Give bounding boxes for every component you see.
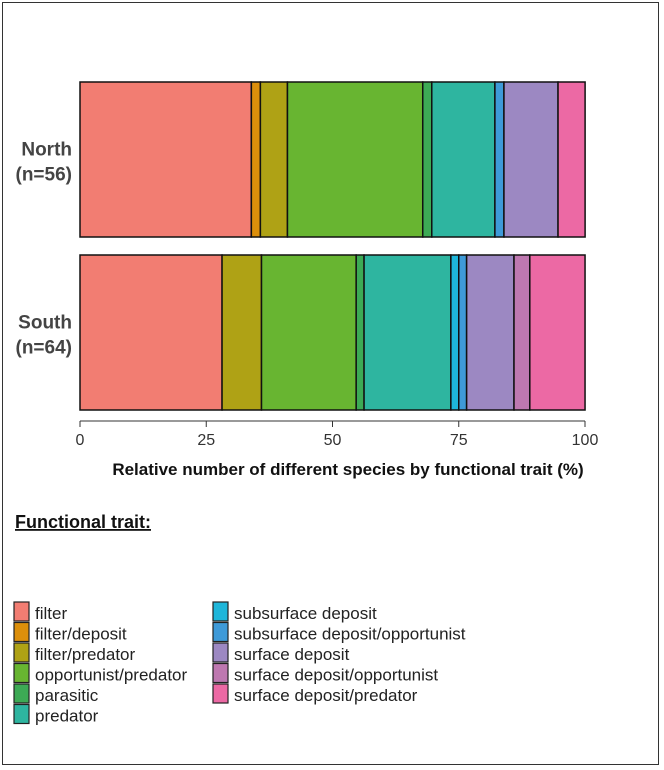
bar-segment	[79, 81, 253, 238]
bar-segment	[221, 254, 263, 411]
bar-segment	[494, 81, 505, 238]
bar-segment	[503, 81, 559, 238]
legend-label: surface deposit/opportunist	[234, 666, 438, 685]
bar-segment	[513, 254, 531, 411]
bar-segment	[450, 254, 460, 411]
category-label: (n=64)	[16, 338, 73, 359]
bar-segment	[529, 254, 586, 411]
category-label: North	[21, 140, 72, 161]
legend-key	[13, 601, 30, 622]
legend-key	[13, 662, 30, 684]
legend-key	[212, 642, 229, 663]
legend-key	[13, 621, 30, 643]
bar-segment	[431, 81, 496, 238]
category-label: South	[18, 313, 72, 334]
legend-label: subsurface deposit/opportunist	[234, 625, 466, 644]
legend-label: filter/deposit	[35, 625, 127, 644]
legend-key	[212, 683, 229, 704]
x-tick-label: 100	[572, 432, 599, 449]
legend-key	[212, 601, 229, 622]
x-tick-label: 75	[450, 432, 468, 449]
legend-key	[13, 642, 30, 663]
legend-key	[212, 662, 229, 684]
x-tick-label: 50	[324, 432, 342, 449]
bar-segment	[250, 81, 262, 238]
x-tick-label: 0	[76, 432, 85, 449]
legend-label: filter	[35, 604, 67, 623]
legend-label: subsurface deposit	[234, 604, 377, 623]
legend-label: opportunist/predator	[35, 666, 187, 685]
legend-label: filter/predator	[35, 645, 135, 664]
bar-segment	[465, 254, 515, 411]
bar-segment	[421, 81, 433, 238]
bar-segment	[363, 254, 452, 411]
legend-key	[13, 703, 30, 725]
legend-label: surface deposit/predator	[234, 686, 418, 705]
legend-key	[13, 683, 30, 704]
legend-title: Functional trait:	[15, 512, 151, 532]
x-tick-label: 25	[197, 432, 215, 449]
legend-key	[212, 621, 229, 643]
bar-segment	[259, 81, 289, 238]
bar-segment	[260, 254, 357, 411]
bar-segment	[557, 81, 586, 238]
legend-label: parasitic	[35, 686, 99, 705]
bar-segment	[79, 254, 223, 411]
x-axis-title: Relative number of different species by …	[112, 460, 583, 479]
legend-label: surface deposit	[234, 645, 350, 664]
legend-label: predator	[35, 707, 99, 726]
category-label: (n=56)	[16, 165, 73, 186]
bar-segment	[286, 81, 424, 238]
bar-segment	[458, 254, 468, 411]
bar-segment	[355, 254, 365, 411]
